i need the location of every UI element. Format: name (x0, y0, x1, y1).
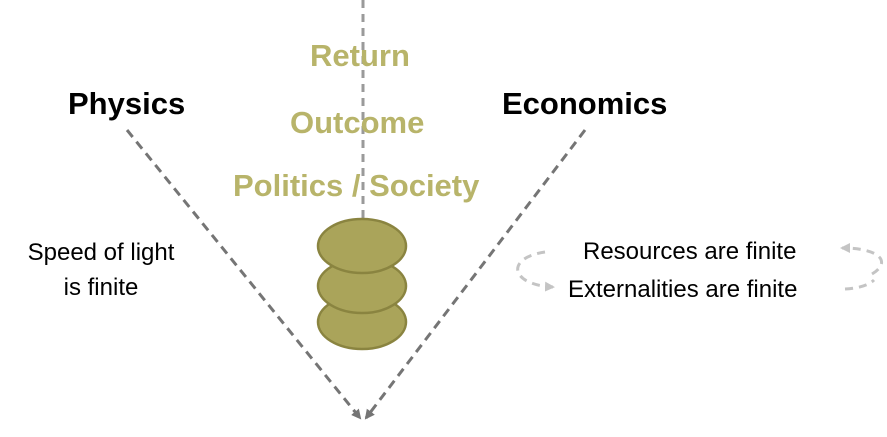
resources-text: Resources are finite (583, 238, 797, 265)
coin-stack-icon (316, 217, 408, 351)
cycle-arrow-bottom (516, 250, 555, 292)
speed-line-2: is finite (63, 273, 139, 301)
cycle-arrows-icon (516, 243, 884, 292)
economics-arrow (364, 129, 587, 420)
cycle-arrow-top (840, 243, 884, 276)
return-label: Return (310, 38, 410, 73)
speed-of-light-text: Speed of light is finite (18, 236, 184, 306)
physics-arrow (125, 129, 362, 420)
politics-society-label: Politics / Society (233, 168, 480, 203)
physics-label: Physics (68, 86, 186, 121)
externalities-text: Externalities are finite (568, 276, 798, 303)
speed-line-1: Speed of light (27, 239, 175, 266)
economics-label: Economics (502, 86, 668, 121)
outcome-label: Outcome (290, 105, 425, 140)
cycle-arrow-tail (844, 278, 876, 291)
